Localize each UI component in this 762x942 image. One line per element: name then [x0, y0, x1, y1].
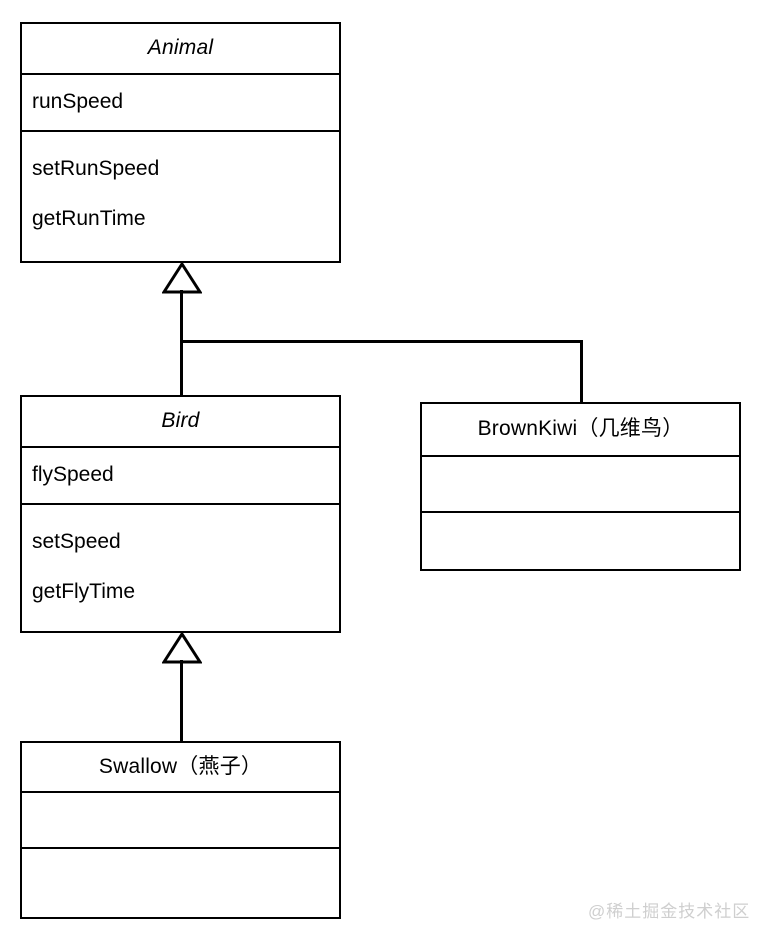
class-name-compartment-bird: Bird	[22, 397, 339, 446]
class-operations-compartment-brownkiwi	[422, 511, 739, 569]
class-attribute-bird-flyspeed: flySpeed	[32, 463, 114, 487]
generalization-drop-to-brownkiwi	[580, 340, 583, 403]
class-name-compartment-animal: Animal	[22, 24, 339, 73]
class-name-compartment-swallow: Swallow（燕子）	[22, 743, 339, 791]
class-box-animal[interactable]: Animal runSpeed setRunSpeed getRunTime	[20, 22, 341, 263]
generalization-branch-bar	[180, 340, 583, 343]
class-operation-animal-setrunspeed: setRunSpeed	[32, 157, 160, 180]
class-operations-compartment-swallow	[22, 847, 339, 917]
class-operations-compartment-bird: setSpeed getFlyTime	[22, 503, 339, 631]
class-box-swallow[interactable]: Swallow（燕子）	[20, 741, 341, 919]
class-box-bird[interactable]: Bird flySpeed setSpeed getFlyTime	[20, 395, 341, 633]
class-operation-bird-setspeed: setSpeed	[32, 530, 121, 553]
class-operation-animal-getruntime: getRunTime	[32, 207, 146, 231]
class-attribute-animal-runspeed: runSpeed	[32, 90, 124, 114]
generalization-stem-swallow-to-bird	[180, 660, 183, 742]
class-operation-bird-getflytime: getFlyTime	[32, 580, 136, 604]
class-name-animal: Animal	[147, 36, 214, 60]
class-box-brownkiwi[interactable]: BrownKiwi（几维鸟）	[420, 402, 741, 571]
class-attributes-compartment-swallow	[22, 791, 339, 847]
class-name-swallow: Swallow（燕子）	[98, 754, 263, 778]
class-operations-compartment-animal: setRunSpeed getRunTime	[22, 130, 339, 261]
generalization-drop-to-bird	[180, 340, 183, 396]
class-attributes-compartment-brownkiwi	[422, 455, 739, 511]
class-attributes-compartment-animal: runSpeed	[22, 73, 339, 130]
class-name-compartment-brownkiwi: BrownKiwi（几维鸟）	[422, 404, 739, 455]
generalization-stem-animal	[180, 290, 183, 343]
watermark-text: @稀土掘金技术社区	[588, 902, 751, 921]
class-name-brownkiwi: BrownKiwi（几维鸟）	[477, 417, 684, 441]
class-attributes-compartment-bird: flySpeed	[22, 446, 339, 503]
class-name-bird: Bird	[161, 409, 200, 433]
